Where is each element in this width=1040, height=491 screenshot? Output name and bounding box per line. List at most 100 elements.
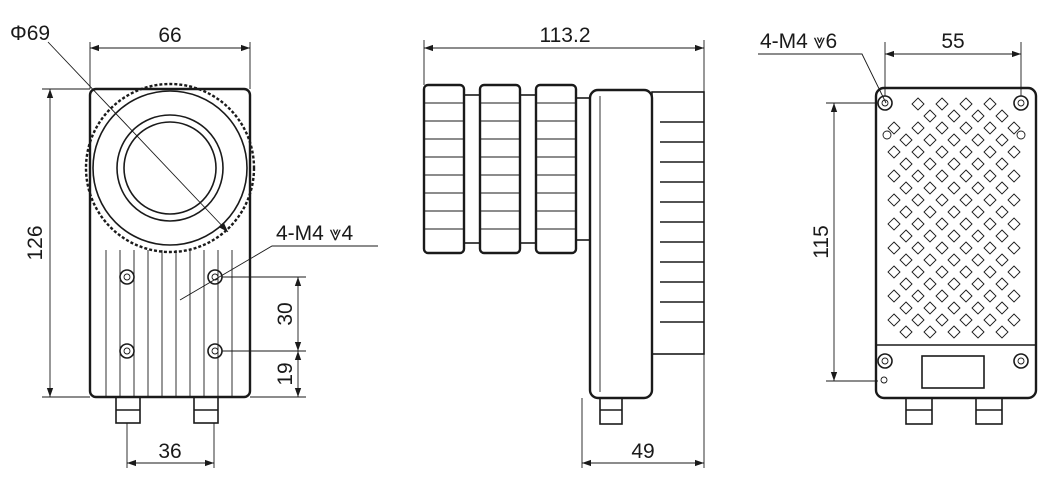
- vent-diamond: [959, 217, 973, 231]
- vent-diamond: [983, 121, 997, 135]
- vent-diamond: [935, 121, 949, 135]
- vent-diamond: [995, 325, 1009, 339]
- vent-diamond: [923, 181, 937, 195]
- rear-label-plate: [921, 355, 985, 389]
- overall-length-label: 113.2: [540, 24, 591, 47]
- vent-diamond: [887, 121, 901, 135]
- vent-diamond: [887, 145, 901, 159]
- vent-diamond: [971, 157, 985, 171]
- side-lens-knurl: [424, 102, 576, 230]
- vent-diamond: [995, 205, 1009, 219]
- vent-diamond: [911, 97, 925, 111]
- vent-diamond: [971, 253, 985, 267]
- vent-diamond: [947, 301, 961, 315]
- side-view: 113.2 49: [422, 24, 705, 468]
- front-height-label: 126: [24, 225, 47, 260]
- vent-diamond: [995, 277, 1009, 291]
- vent-diamond: [995, 133, 1009, 147]
- vent-diamond: [959, 97, 973, 111]
- vent-diamond: [923, 205, 937, 219]
- vent-diamond: [1007, 121, 1021, 135]
- vent-diamond: [911, 289, 925, 303]
- vent-diamond: [983, 169, 997, 183]
- vent-diamond: [1007, 169, 1021, 183]
- vent-diamond: [899, 325, 913, 339]
- vent-diamond: [899, 157, 913, 171]
- vent-diamond: [947, 277, 961, 291]
- vent-diamond: [971, 133, 985, 147]
- vent-diamond: [935, 289, 949, 303]
- rear-hole-spec-label: 4-M4 ⩔6: [760, 30, 837, 53]
- vent-diamond: [923, 229, 937, 243]
- lens-diameter-label: Φ69: [10, 22, 50, 45]
- vent-diamond: [995, 181, 1009, 195]
- vent-diamond: [995, 109, 1009, 123]
- vent-diamond: [887, 217, 901, 231]
- vent-diamond: [1007, 313, 1021, 327]
- vent-diamond: [899, 229, 913, 243]
- vent-diamond: [983, 193, 997, 207]
- vent-diamond: [995, 229, 1009, 243]
- vent-diamond: [971, 229, 985, 243]
- rear-view: 4-M4 ⩔6 55 115: [758, 30, 1038, 425]
- vent-diamond: [959, 193, 973, 207]
- vent-diamond: [995, 157, 1009, 171]
- rear-vent-grid: [887, 97, 1021, 339]
- side-connector: [599, 397, 623, 425]
- front-connectors: [115, 396, 219, 424]
- vent-diamond: [887, 313, 901, 327]
- vent-diamond: [887, 241, 901, 255]
- vent-diamond: [947, 205, 961, 219]
- rear-connectors: [905, 397, 1003, 425]
- vent-diamond: [947, 325, 961, 339]
- vent-diamond: [899, 133, 913, 147]
- vent-diamond: [959, 241, 973, 255]
- vent-diamond: [947, 181, 961, 195]
- vent-diamond: [899, 277, 913, 291]
- vent-diamond: [899, 301, 913, 315]
- vent-diamond: [1007, 265, 1021, 279]
- hole-vertical-spacing-label: 30: [274, 302, 297, 325]
- vent-diamond: [911, 241, 925, 255]
- front-lens-outer-ring: [92, 90, 248, 246]
- front-fins: [105, 250, 233, 397]
- vent-diamond: [947, 133, 961, 147]
- vent-diamond: [983, 145, 997, 159]
- vent-diamond: [983, 217, 997, 231]
- vent-diamond: [983, 289, 997, 303]
- vent-diamond: [959, 289, 973, 303]
- vent-diamond: [995, 253, 1009, 267]
- vent-diamond: [887, 289, 901, 303]
- vent-diamond: [947, 109, 961, 123]
- vent-diamond: [887, 193, 901, 207]
- rear-body-outline: [874, 86, 1038, 400]
- vent-diamond: [959, 265, 973, 279]
- vent-diamond: [1007, 289, 1021, 303]
- front-view: Φ69 66 126 4-M4 ⩔4 30 19 36: [10, 22, 378, 468]
- vent-diamond: [911, 265, 925, 279]
- front-mounting-holes: [119, 269, 223, 359]
- vent-diamond: [911, 193, 925, 207]
- vent-diamond: [935, 97, 949, 111]
- vent-diamond: [971, 181, 985, 195]
- vent-diamond: [971, 109, 985, 123]
- vent-diamond: [911, 145, 925, 159]
- vent-diamond: [995, 301, 1009, 315]
- front-width-label: 66: [158, 24, 181, 47]
- vent-diamond: [971, 205, 985, 219]
- vent-diamond: [887, 169, 901, 183]
- vent-diamond: [935, 145, 949, 159]
- vent-diamond: [935, 193, 949, 207]
- vent-diamond: [935, 265, 949, 279]
- vent-diamond: [911, 313, 925, 327]
- rear-hole-leader: [758, 53, 887, 104]
- vent-diamond: [959, 145, 973, 159]
- vent-diamond: [935, 169, 949, 183]
- vent-diamond: [923, 133, 937, 147]
- vent-diamond: [971, 325, 985, 339]
- rear-horizontal-spacing-label: 55: [941, 30, 964, 53]
- front-lens-glass: [123, 121, 217, 215]
- vent-diamond: [947, 253, 961, 267]
- vent-diamond: [935, 241, 949, 255]
